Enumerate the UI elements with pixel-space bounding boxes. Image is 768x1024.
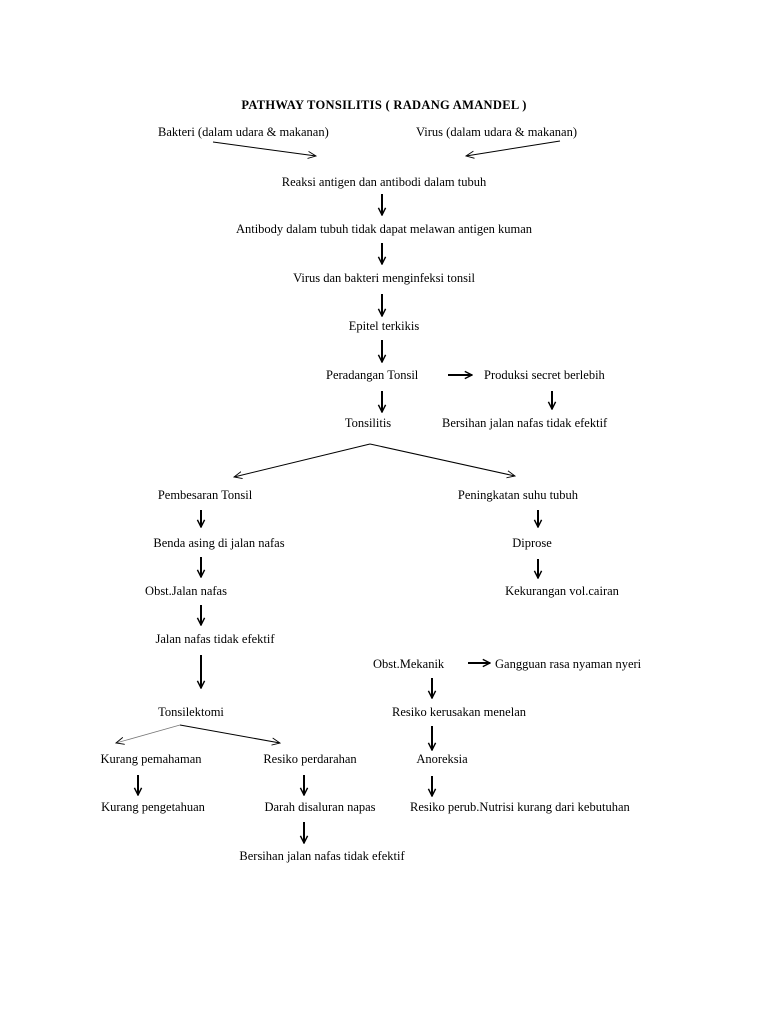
node-antibody: Antibody dalam tubuh tidak dapat melawan… (235, 222, 533, 236)
node-obst-jalan: Obst.Jalan nafas (145, 584, 227, 598)
edge-virus-reaksi (466, 140, 561, 156)
diagram-title: PATHWAY TONSILITIS ( RADANG AMANDEL ) (241, 98, 527, 112)
node-peningkatan: Peningkatan suhu tubuh (457, 488, 579, 502)
node-resiko-kerusakan: Resiko kerusakan menelan (392, 705, 526, 719)
node-bersihan-1: Bersihan jalan nafas tidak efektif (442, 416, 608, 430)
node-jalan-nafas: Jalan nafas tidak efektif (155, 632, 275, 646)
node-obst-mekanik: Obst.Mekanik (373, 657, 445, 671)
node-produksi: Produksi secret berlebih (484, 368, 605, 382)
node-kurang-pengetahuan: Kurang pengetahuan (101, 800, 205, 814)
node-diprose: Diprose (512, 536, 552, 550)
node-tonsilektomi: Tonsilektomi (158, 705, 224, 719)
node-anoreksia: Anoreksia (416, 752, 468, 766)
node-resiko-nutrisi: Resiko perub.Nutrisi kurang dari kebutuh… (410, 800, 630, 814)
edge-tonsilektomi-resiko-perdarahan (179, 724, 280, 743)
node-virus: Virus (dalam udara & makanan) (416, 125, 577, 139)
node-kurang-pemahaman: Kurang pemahaman (100, 752, 202, 766)
node-menginfeksi: Virus dan bakteri menginfeksi tonsil (293, 271, 475, 285)
node-bersihan-2: Bersihan jalan nafas tidak efektif (239, 849, 405, 863)
edge-bakteri-reaksi (212, 141, 316, 156)
node-epitel: Epitel terkikis (348, 319, 420, 333)
node-bakteri: Bakteri (dalam udara & makanan) (158, 125, 329, 139)
node-pembesaran: Pembesaran Tonsil (157, 488, 253, 502)
edge-split-peningkatan (369, 443, 515, 476)
node-reaksi: Reaksi antigen dan antibodi dalam tubuh (281, 175, 487, 189)
node-benda: Benda asing di jalan nafas (153, 536, 285, 550)
node-tonsilitis: Tonsilitis (344, 416, 392, 430)
node-kekurangan: Kekurangan vol.cairan (505, 584, 619, 598)
node-gangguan: Gangguan rasa nyaman nyeri (495, 657, 642, 671)
node-peradangan: Peradangan Tonsil (326, 368, 419, 382)
node-resiko-perdarahan: Resiko perdarahan (263, 752, 357, 766)
node-darah: Darah disaluran napas (264, 800, 376, 814)
edge-split-pembesaran (234, 443, 371, 477)
edge-tonsilektomi-kurang (116, 724, 181, 743)
